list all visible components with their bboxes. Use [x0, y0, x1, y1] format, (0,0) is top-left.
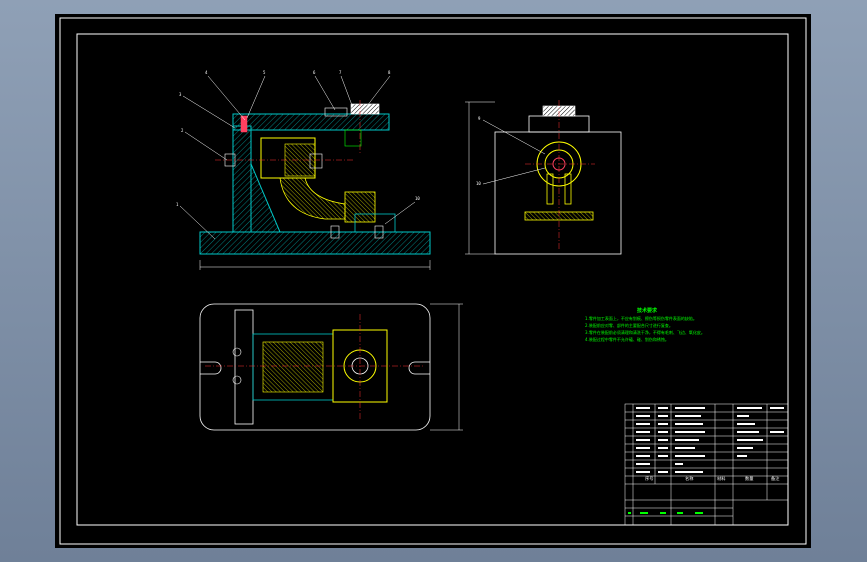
- title-block-outline: [624, 403, 789, 526]
- u-slot-right: [408, 361, 430, 375]
- header-qty: 数量: [745, 475, 753, 482]
- workpiece-arm: [279, 177, 346, 220]
- workpiece-web: [564, 173, 572, 205]
- top-column: [234, 309, 254, 425]
- balloon-label: 5: [263, 70, 266, 75]
- technical-requirements: 技术要求 1.零件加工表面上，不应有划痕、擦伤等损伤零件表面的缺陷。 2.装配前…: [585, 307, 705, 342]
- locating-pin: [330, 225, 340, 239]
- clamp-nut: [309, 153, 323, 169]
- u-slot-left: [200, 361, 222, 375]
- outer-frame: [59, 17, 807, 545]
- knurled-nut: [350, 103, 380, 115]
- bolt: [240, 115, 248, 133]
- requirement-line: 2.装配前应对零、部件的主要配合尺寸进行复查。: [585, 322, 673, 328]
- title-block: [624, 403, 789, 526]
- top-bolt: [232, 375, 242, 385]
- cad-drawing: 1 2 3 4 5 6 7 8 10 9 10: [59, 17, 807, 545]
- requirement-line: 1.零件加工表面上，不应有划痕、擦伤等损伤零件表面的缺陷。: [585, 315, 697, 321]
- balloon-label: 7: [339, 70, 342, 75]
- workpiece-web: [546, 173, 554, 205]
- requirement-line: 4.装配过程中零件不允许磕、碰、划伤和锈蚀。: [585, 336, 669, 342]
- header-no: 序号: [645, 475, 653, 482]
- balloon-label: 1: [176, 202, 179, 207]
- title-block-header: 序号 名称 材料 数量 备注: [645, 475, 780, 482]
- balloon-label: 9: [478, 116, 481, 121]
- top-view: [199, 303, 463, 431]
- drawing-sheet: 1 2 3 4 5 6 7 8 10 9 10: [55, 14, 811, 548]
- inner-frame: [76, 33, 789, 526]
- top-arm: [232, 113, 390, 131]
- parts-list-entries: [636, 407, 784, 473]
- workpiece-boss: [344, 191, 376, 223]
- front-view: 1 2 3 4 5 6 7 8 10: [176, 70, 431, 270]
- locating-pin: [374, 225, 384, 239]
- workpiece-top: [262, 341, 324, 393]
- balloon-label: 10: [476, 181, 481, 186]
- header-remark: 备注: [771, 475, 780, 482]
- vertical-column: [232, 125, 252, 233]
- bushing: [344, 129, 362, 147]
- side-view: 9 10: [465, 100, 622, 255]
- requirement-line: 3.零件在装配前必须清理和清洗干净，不得有毛刺、飞边、氧化皮。: [585, 329, 705, 335]
- top-bolt: [232, 347, 242, 357]
- balloon-label: 10: [415, 196, 420, 201]
- header-material: 材料: [717, 475, 726, 482]
- top-base-outline: [199, 303, 431, 431]
- balloon-leaders: [179, 75, 416, 240]
- approval-rows: [628, 512, 703, 514]
- base-plate: [199, 231, 431, 255]
- balloon-label: 3: [179, 92, 182, 97]
- support-rib: [250, 163, 281, 233]
- front-view-balloons: 1 2 3 4 5 6 7 8 10: [176, 70, 420, 207]
- balloon-label: 2: [181, 128, 184, 133]
- clamp-screw-head: [324, 107, 348, 117]
- balloon-label: 8: [388, 70, 391, 75]
- balloon-label: 4: [205, 70, 208, 75]
- balloon-label: 6: [313, 70, 316, 75]
- requirements-title: 技术要求: [637, 307, 658, 314]
- header-name: 名称: [685, 475, 693, 482]
